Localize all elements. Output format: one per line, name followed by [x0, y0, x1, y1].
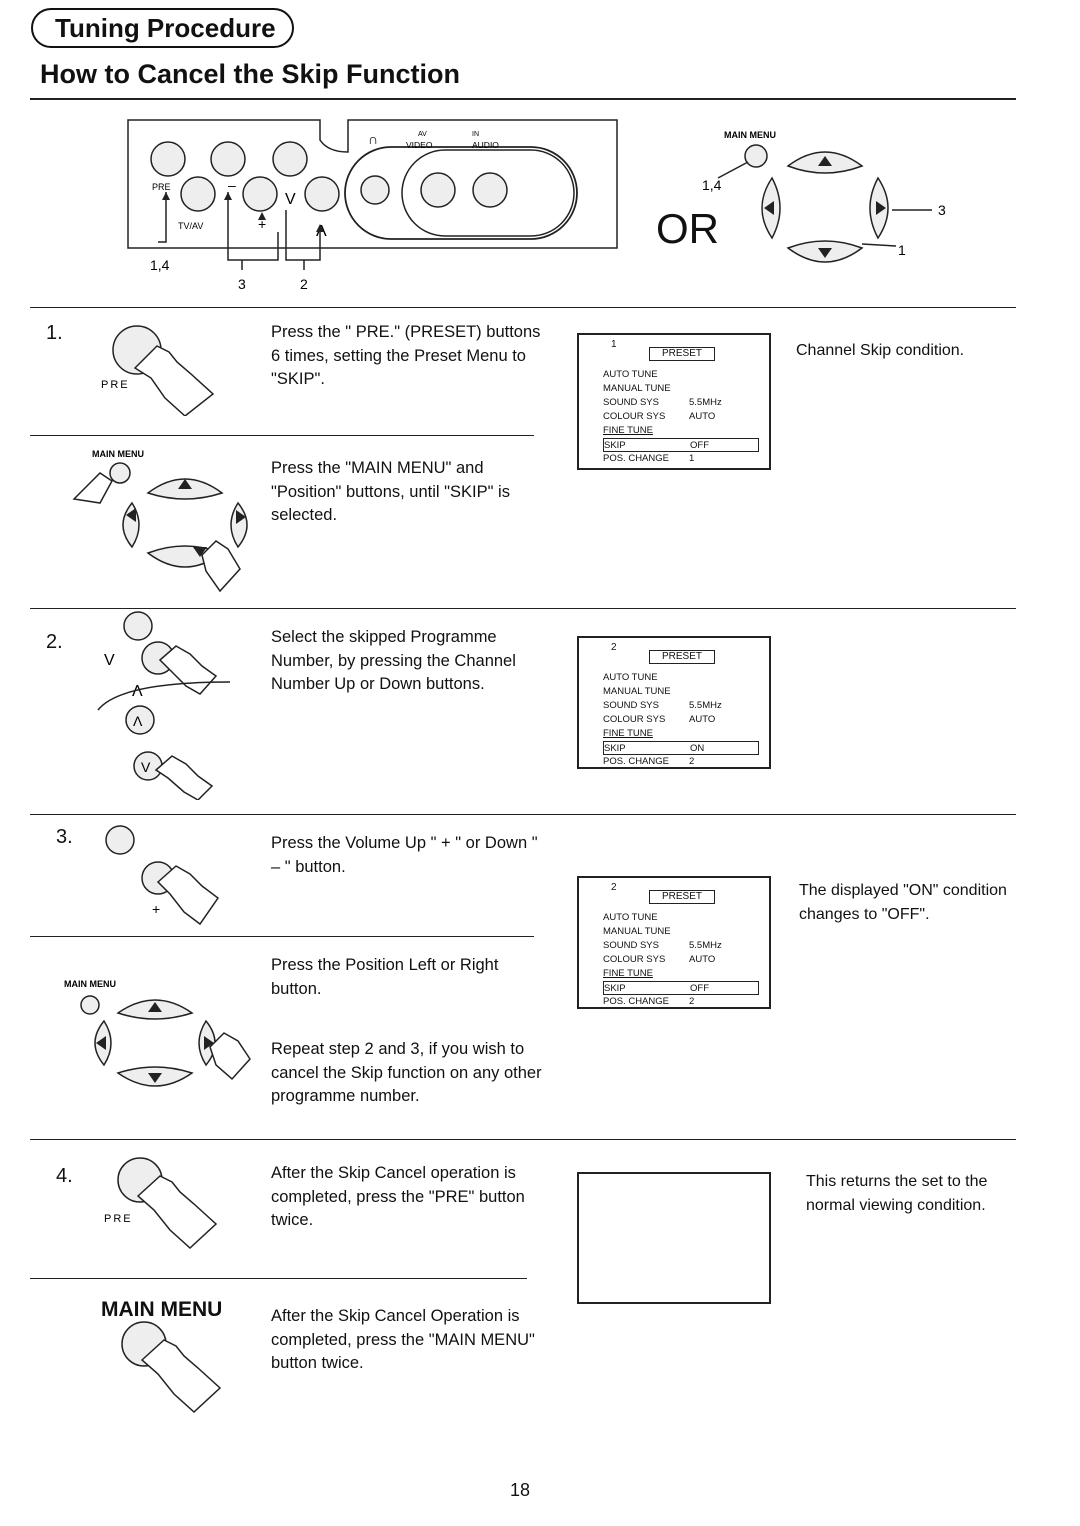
svg-text:V: V: [141, 759, 151, 775]
av-label: AV: [418, 131, 427, 138]
pre-label: PRE: [152, 182, 171, 192]
tvav-label: TV/AV: [178, 221, 203, 231]
step-4-rule: [30, 1139, 1016, 1140]
callout-1-4-right: 1,4: [702, 177, 722, 193]
osd-3-title: PRESET: [649, 890, 715, 904]
svg-text:∩: ∩: [368, 131, 378, 147]
svg-text:+: +: [258, 216, 266, 232]
section-rule: [30, 307, 1016, 308]
main-menu-left-right-press-icon: MAIN MENU: [64, 979, 251, 1087]
step-3-text: Press the Volume Up " + " or Down " – " …: [271, 834, 538, 876]
header-rule: [30, 98, 1016, 100]
osd-row: AUTO TUNE: [603, 369, 658, 380]
tv-front-panel-diagram: PRE – V TV/AV + Λ ∩ AV VIDEO IN AUDIO 1,…: [127, 119, 618, 292]
step-3-alt-icon-label: MAIN MENU: [64, 979, 116, 989]
step-1-note: Channel Skip condition.: [796, 342, 965, 359]
osd-row: FINE TUNE: [603, 968, 653, 979]
osd-row: AUTO TUNE: [603, 912, 658, 923]
step-4-text: After the Skip Cancel operation is compl…: [271, 1164, 525, 1229]
step-3-inner-rule: [30, 936, 534, 937]
osd-1-number: 1: [611, 339, 617, 350]
callout-2-left: 2: [300, 276, 308, 292]
osd-screen-2: 2 PRESET AUTO TUNE MANUAL TUNE SOUND SYS…: [577, 636, 771, 769]
page-number: 18: [510, 1480, 531, 1500]
pre-button-press-icon: PRE: [101, 325, 215, 416]
step-3-repeat-text: Repeat step 2 and 3, if you wish to canc…: [271, 1040, 542, 1105]
osd-row: MANUAL TUNE: [603, 383, 671, 394]
osd-2-title: PRESET: [649, 650, 715, 664]
in-label: IN: [472, 131, 479, 138]
step-2-rule: [30, 608, 1016, 609]
svg-text:V: V: [104, 652, 115, 669]
osd-1-title: PRESET: [649, 347, 715, 361]
section-title: Tuning Procedure: [55, 13, 276, 43]
osd-screen-1: 1 PRESET AUTO TUNE MANUAL TUNE SOUND SYS…: [577, 333, 771, 470]
audio-label: AUDIO: [472, 140, 499, 150]
page-subtitle: How to Cancel the Skip Function: [40, 59, 461, 89]
step-1-alt-text: Press the "MAIN MENU" and "Position" but…: [271, 459, 510, 524]
step-1-number: 1.: [46, 322, 63, 344]
channel-updown-press-icon: V Λ Λ V: [97, 611, 231, 800]
step-3-note: The displayed "ON" condition changes to …: [799, 882, 1007, 923]
step-1-inner-rule: [30, 435, 534, 436]
svg-text:+: +: [152, 901, 160, 917]
step-4-number: 4.: [56, 1165, 73, 1187]
svg-text:Λ: Λ: [132, 683, 143, 700]
volume-button-press-icon: – +: [105, 825, 220, 926]
svg-text:Λ: Λ: [133, 713, 143, 729]
osd-row: FINE TUNE: [603, 728, 653, 739]
osd-row: FINE TUNE: [603, 425, 653, 436]
main-menu-position-press-icon: MAIN MENU: [72, 449, 248, 593]
step-1-text: Press the " PRE." (PRESET) buttons 6 tim…: [271, 323, 541, 388]
step-4-inner-rule: [30, 1278, 527, 1279]
step-3-number: 3.: [56, 826, 73, 848]
osd-blank-screen: [577, 1172, 771, 1304]
svg-text:V: V: [285, 191, 296, 208]
section-title-pill: Tuning Procedure: [31, 8, 294, 48]
osd-row: AUTO TUNE: [603, 672, 658, 683]
main-menu-button-press-icon: [121, 1321, 222, 1414]
osd-screen-3: 2 PRESET AUTO TUNE MANUAL TUNE SOUND SYS…: [577, 876, 771, 1009]
step-4-alt-text: After the Skip Cancel Operation is compl…: [271, 1307, 535, 1372]
step-3-alt-text: Press the Position Left or Right button.: [271, 956, 499, 998]
remote-control-diagram: MAIN MENU 1,4 3 1: [702, 130, 946, 263]
step-4-icon-label: PRE: [104, 1213, 133, 1225]
osd-2-number: 2: [611, 642, 617, 653]
step-4-alt-icon-label: MAIN MENU: [101, 1298, 223, 1321]
step-2-number: 2.: [46, 631, 63, 653]
step-4-note: This returns the set to the normal viewi…: [806, 1173, 988, 1214]
step-1-icon-label: PRE: [101, 379, 130, 391]
callout-1-4-left: 1,4: [150, 257, 170, 273]
osd-3-number: 2: [611, 882, 617, 893]
callout-3-right: 3: [938, 202, 946, 218]
callout-3-left: 3: [238, 276, 246, 292]
osd-row: MANUAL TUNE: [603, 686, 671, 697]
or-label: OR: [656, 205, 719, 252]
osd-row: MANUAL TUNE: [603, 926, 671, 937]
video-label: VIDEO: [406, 140, 433, 150]
step-3-rule: [30, 814, 1016, 815]
main-menu-label: MAIN MENU: [724, 130, 776, 140]
svg-text:–: –: [228, 177, 236, 193]
pre-button-press-icon-step-4: PRE: [104, 1157, 218, 1250]
callout-1-right: 1: [898, 242, 906, 258]
step-1-alt-icon-label: MAIN MENU: [92, 449, 144, 459]
step-2-text: Select the skipped Programme Number, by …: [271, 628, 516, 693]
